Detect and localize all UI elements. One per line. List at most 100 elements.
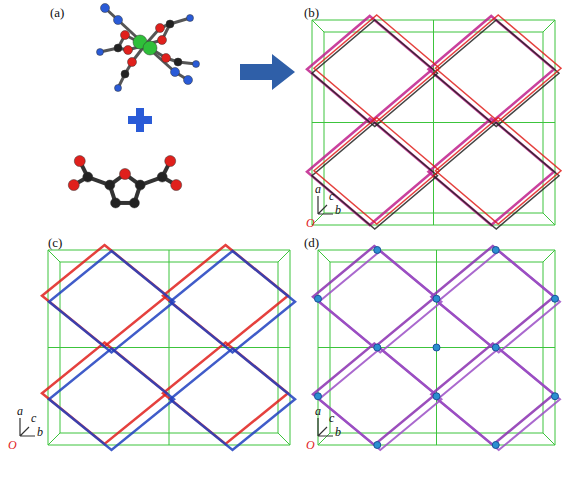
ligand-atom <box>115 85 122 92</box>
oxygen-atom <box>158 36 167 45</box>
oxygen-atom <box>121 31 130 40</box>
framework-cage <box>42 343 167 445</box>
node-sphere <box>315 295 322 302</box>
panel-label: (a) <box>50 6 64 19</box>
axis-label: b <box>335 426 341 438</box>
framework-cage <box>42 245 167 347</box>
oxygen-atom <box>68 180 79 191</box>
framework-cage <box>319 251 442 353</box>
framework-cage <box>49 251 174 353</box>
oxygen-atom <box>156 24 165 33</box>
unit-cell <box>312 122 555 123</box>
oxygen-atom <box>74 156 85 167</box>
carbon-atom <box>121 70 129 78</box>
oxygen-atom <box>171 180 182 191</box>
framework-cage <box>307 16 433 123</box>
unit-cell <box>543 20 555 32</box>
carbon-atom <box>83 172 93 182</box>
nitrogen-atom <box>184 76 193 85</box>
carbon-atom <box>114 44 122 52</box>
node-sphere <box>492 344 499 351</box>
axis-label: O <box>306 439 315 451</box>
unit-cell <box>543 250 555 262</box>
framework-cage <box>434 20 560 127</box>
node-sphere <box>552 295 559 302</box>
carbon-atom <box>166 20 174 28</box>
framework-cage <box>307 119 433 226</box>
framework-cage <box>314 118 440 225</box>
axis-label: a <box>315 183 321 195</box>
axis-label: c <box>31 412 36 424</box>
carbon-atom <box>135 180 145 190</box>
framework-cage <box>434 123 560 230</box>
ligand-atom <box>187 15 194 22</box>
unit-cell <box>312 20 324 32</box>
framework-cage <box>438 349 561 451</box>
unit-cell <box>278 250 290 262</box>
framework-cage <box>163 343 288 445</box>
carbon-atom <box>129 198 139 208</box>
framework-cage <box>432 344 555 446</box>
framework-cage <box>170 349 295 451</box>
unit-cell <box>543 213 555 225</box>
oxygen-atom <box>128 58 137 67</box>
framework-cage <box>436 15 562 122</box>
framework-cage <box>429 16 555 123</box>
metal-atom <box>143 41 157 55</box>
panel-label: (b) <box>304 6 319 19</box>
node-sphere <box>315 393 322 400</box>
node-sphere <box>433 393 440 400</box>
unit-cell <box>48 347 290 348</box>
node-sphere <box>374 442 381 449</box>
framework-cage <box>319 349 442 451</box>
framework-drawing <box>307 15 561 229</box>
node-sphere <box>374 344 381 351</box>
framework-cage <box>313 246 436 348</box>
node-sphere <box>374 247 381 254</box>
framework-cage <box>49 349 174 451</box>
node-sphere <box>433 344 440 351</box>
carbon-atom <box>105 180 115 190</box>
oxygen-atom <box>124 46 133 55</box>
ligand-atom <box>97 49 104 56</box>
axis-label: b <box>37 426 43 438</box>
axis-label: O <box>306 217 315 229</box>
framework-drawing <box>42 245 295 450</box>
framework-cage <box>163 245 288 347</box>
axis-label: c <box>329 190 334 202</box>
axis-label: a <box>315 405 321 417</box>
carbon-atom <box>174 58 182 66</box>
framework-cage <box>438 251 561 353</box>
axis-label: b <box>335 204 341 216</box>
framework-cage <box>314 15 440 122</box>
nitrogen-atom <box>114 16 123 25</box>
unit-cell <box>48 250 60 262</box>
unit-cell <box>48 433 60 445</box>
node-sphere <box>492 247 499 254</box>
node-sphere <box>433 295 440 302</box>
panel-label: (d) <box>304 236 319 249</box>
unit-cell <box>278 433 290 445</box>
molecule-drawing <box>68 4 199 208</box>
panel-label: (c) <box>48 236 62 249</box>
framework-cage <box>432 246 555 348</box>
nitrogen-atom <box>171 68 180 77</box>
framework-cage <box>313 344 436 446</box>
framework-cage <box>312 20 438 127</box>
axis-label: O <box>8 439 17 451</box>
arrow <box>240 54 295 90</box>
framework-drawing <box>313 246 560 450</box>
framework-cage <box>170 251 295 353</box>
axis-label: c <box>329 412 334 424</box>
unit-cell <box>318 250 330 262</box>
node-sphere <box>492 442 499 449</box>
carbon-atom <box>157 172 167 182</box>
framework-cage <box>429 119 555 226</box>
carbon-atom <box>111 198 121 208</box>
axis-label: a <box>17 405 23 417</box>
oxygen-atom <box>165 156 176 167</box>
plus-sign <box>128 108 152 132</box>
framework-cage <box>436 118 562 225</box>
